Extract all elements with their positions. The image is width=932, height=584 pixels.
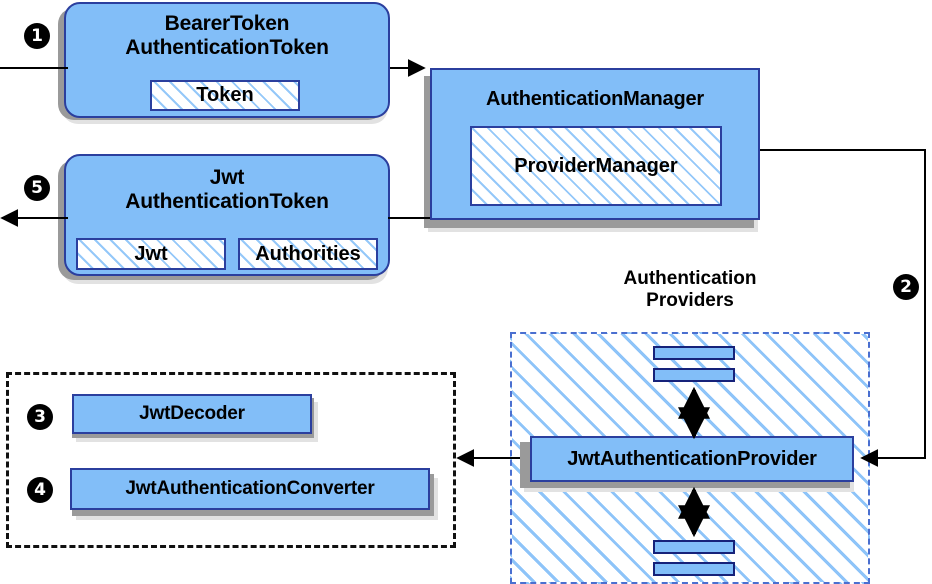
step-badge-2: 2 bbox=[893, 274, 919, 300]
jwt-authentication-converter-box[interactable]: JwtAuthenticationConverter bbox=[70, 468, 430, 510]
provider-manager-label: ProviderManager bbox=[514, 154, 678, 177]
jwt-authentication-token-title: Jwt AuthenticationToken bbox=[125, 166, 329, 213]
jwt-authentication-converter-title: JwtAuthenticationConverter bbox=[125, 478, 375, 500]
support-components-container bbox=[6, 372, 456, 548]
jwt-decoder-box[interactable]: JwtDecoder bbox=[72, 394, 312, 434]
jwt-decoder-title: JwtDecoder bbox=[139, 403, 245, 425]
authentication-providers-label: Authentication Providers bbox=[623, 268, 757, 311]
token-inner-box: Token bbox=[150, 80, 300, 111]
bearer-token-authentication-token-title: BearerToken AuthenticationToken bbox=[125, 12, 329, 59]
step-badge-3: 3 bbox=[27, 404, 53, 430]
jwt-authentication-provider-title: JwtAuthenticationProvider bbox=[567, 447, 817, 470]
provider-stack-bar-top-2 bbox=[653, 368, 735, 382]
step-badge-5: 5 bbox=[24, 175, 50, 201]
step-badge-1: 1 bbox=[24, 23, 50, 49]
provider-stack-bar-bottom-2 bbox=[653, 562, 735, 576]
jwt-label: Jwt bbox=[134, 242, 168, 265]
authentication-manager-title: AuthenticationManager bbox=[485, 88, 705, 110]
jwt-authentication-provider-box[interactable]: JwtAuthenticationProvider bbox=[530, 436, 854, 482]
authorities-label: Authorities bbox=[255, 242, 361, 265]
token-label: Token bbox=[196, 84, 254, 106]
provider-manager-inner-box: ProviderManager bbox=[470, 126, 722, 206]
provider-stack-bar-top-1 bbox=[653, 346, 735, 360]
provider-stack-bar-bottom-1 bbox=[653, 540, 735, 554]
authorities-inner-box: Authorities bbox=[238, 238, 378, 270]
jwt-inner-box: Jwt bbox=[76, 238, 226, 270]
step-badge-4: 4 bbox=[27, 477, 53, 503]
